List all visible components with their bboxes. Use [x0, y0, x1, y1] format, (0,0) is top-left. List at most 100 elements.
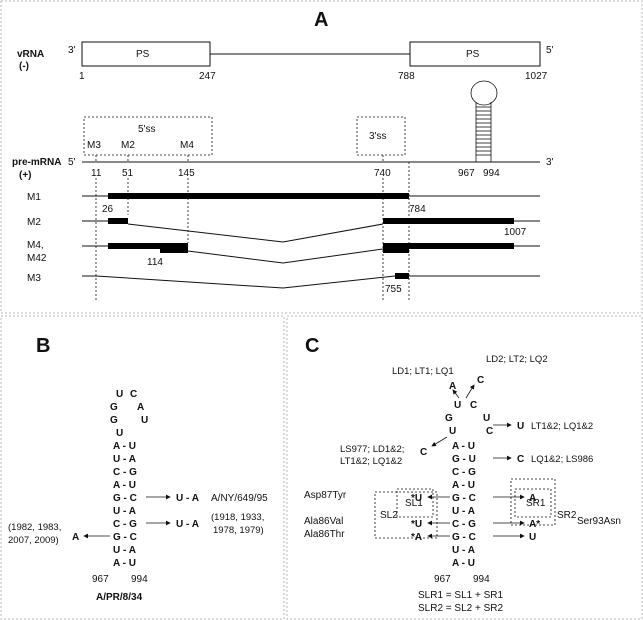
c-legend-slr1: SLR1 = SL1 + SR1 — [418, 590, 503, 601]
b-stem-pair: A - U — [113, 441, 136, 452]
hairpin-b: U C G A G U U — [110, 389, 148, 439]
premrna-pos-967: 967 — [458, 168, 475, 179]
b-mut1-pair: U - A — [176, 493, 199, 504]
c-stem-pair: U - A — [452, 506, 475, 517]
b-loop-nt: G — [110, 415, 118, 426]
c-mut-left: *U — [411, 519, 422, 530]
c-aa-ala86thr: Ala86Thr — [304, 529, 345, 540]
m42-pos-114: 114 — [147, 257, 163, 268]
c-ann-ls977-1: LS977; LD1&2; — [340, 444, 404, 455]
b-bulge-years-1: (1982, 1983, — [8, 522, 61, 533]
m1-exon — [108, 193, 409, 199]
c-stem-pair: C - G — [452, 519, 476, 530]
b-loop-nt: U — [141, 415, 148, 426]
c-ld2-arrow — [465, 384, 475, 399]
premrna-pos-994: 994 — [483, 168, 500, 179]
panel-c-frame — [286, 315, 643, 620]
c-stem-pair: G - C — [452, 532, 476, 543]
c-lq12-nt: C — [517, 454, 524, 465]
splice3-box — [356, 116, 406, 156]
c-lt12-nt: U — [517, 421, 524, 432]
panel-b-letter: B — [36, 335, 50, 357]
premrna-pos-11: 11 — [91, 168, 102, 179]
panel-a-frame — [0, 0, 643, 314]
c-ld1-arrow — [452, 389, 460, 399]
c-stem-pair: A - U — [452, 480, 475, 491]
c-aa-ser93asn: Ser93Asn — [577, 516, 621, 527]
m1-pos-26: 26 — [102, 204, 114, 215]
b-mut2-pair: U - A — [176, 519, 199, 530]
c-loop-nt: C — [486, 426, 493, 437]
b-loop-nt: A — [137, 402, 144, 413]
premrna-pos-145: 145 — [178, 168, 195, 179]
splice5-label: 5'ss — [138, 124, 155, 135]
b-stem-pair: U - A — [113, 545, 136, 556]
m3-intron — [95, 275, 396, 289]
m1-pos-784: 784 — [409, 204, 426, 215]
b-pos-994: 994 — [131, 574, 148, 585]
m4-intron — [187, 248, 384, 264]
premrna-end-right: 3' — [546, 157, 554, 168]
premrna-end-left: 5' — [68, 157, 76, 168]
c-aa-asp87tyr: Asp87Tyr — [304, 490, 347, 501]
c-label-sl2: SL2 — [380, 510, 398, 521]
m2-intron — [127, 223, 384, 243]
c-mut-right: A — [529, 493, 536, 504]
ps-box-left — [81, 41, 211, 67]
c-stem-pair: A - U — [452, 441, 475, 452]
c-stem-pair: C - G — [452, 467, 476, 478]
c-mut-right: A* — [529, 519, 540, 530]
vrna-sign: (-) — [19, 61, 29, 72]
m4-exon-3 — [409, 243, 514, 249]
b-stem-pair: U - A — [113, 454, 136, 465]
c-loop-nt: U — [454, 400, 461, 411]
m2-pos-1007: 1007 — [504, 227, 527, 238]
b-stem-pair: A - U — [113, 480, 136, 491]
vrna-pos-1027: 1027 — [525, 71, 548, 82]
m3-exon — [395, 273, 409, 279]
row-label-m2: M2 — [27, 217, 41, 228]
panel-c-letter: C — [305, 335, 319, 357]
row-label-m3: M3 — [27, 273, 41, 284]
b-stem-pair: U - A — [113, 506, 136, 517]
premrna-pos-51: 51 — [122, 168, 134, 179]
c-aa-ala86val: Ala86Val — [304, 516, 343, 527]
c-ls977-arrow — [431, 436, 448, 447]
b-stem-pair: G - C — [113, 532, 137, 543]
c-box-sr1 — [514, 488, 552, 518]
b-bulge-years-2: 2007, 2009) — [8, 535, 59, 546]
site-label-m3: M3 — [87, 140, 101, 151]
premrna-pos-740: 740 — [374, 168, 391, 179]
c-stem-pair: G - C — [452, 493, 476, 504]
m2-exon-2 — [383, 218, 514, 224]
b-stem: A - U U - A C - G A - U G - C U - A C - … — [113, 441, 137, 569]
b-stem-pair: C - G — [113, 519, 137, 530]
premrna-label: pre-mRNA — [12, 157, 61, 168]
splice3-label: 3'ss — [369, 131, 386, 142]
c-loop-nt: U — [483, 413, 490, 424]
b-stem-pair: A - U — [113, 558, 136, 569]
c-label-sr1: SR1 — [526, 498, 546, 509]
premrna-sign: (+) — [19, 170, 32, 181]
b-stem-pair: C - G — [113, 467, 137, 478]
ps-box-right — [409, 41, 541, 67]
b-bulge-nt: A — [72, 532, 79, 543]
row-label-m1: M1 — [27, 192, 41, 203]
c-loop-nt: U — [449, 426, 456, 437]
c-loop: A C U C G U U C — [445, 375, 493, 437]
c-box-sr2 — [510, 478, 556, 526]
b-loop-nt: C — [130, 389, 137, 400]
vrna-pos-247: 247 — [199, 71, 216, 82]
m3-pos-755: 755 — [385, 284, 402, 295]
c-label-sr2: SR2 — [557, 510, 577, 521]
c-loop-nt: G — [445, 413, 453, 424]
ps-label-right: PS — [466, 49, 480, 60]
hairpin-symbol — [470, 80, 498, 162]
vrna-end-right: 5' — [546, 45, 554, 56]
c-loop-nt: C — [470, 400, 477, 411]
c-mut-left: *A — [411, 532, 422, 543]
site-label-m4: M4 — [180, 140, 194, 151]
c-stem-pair: G - U — [452, 454, 476, 465]
c-stem-pair: A - U — [452, 558, 475, 569]
b-pos-967: 967 — [92, 574, 109, 585]
